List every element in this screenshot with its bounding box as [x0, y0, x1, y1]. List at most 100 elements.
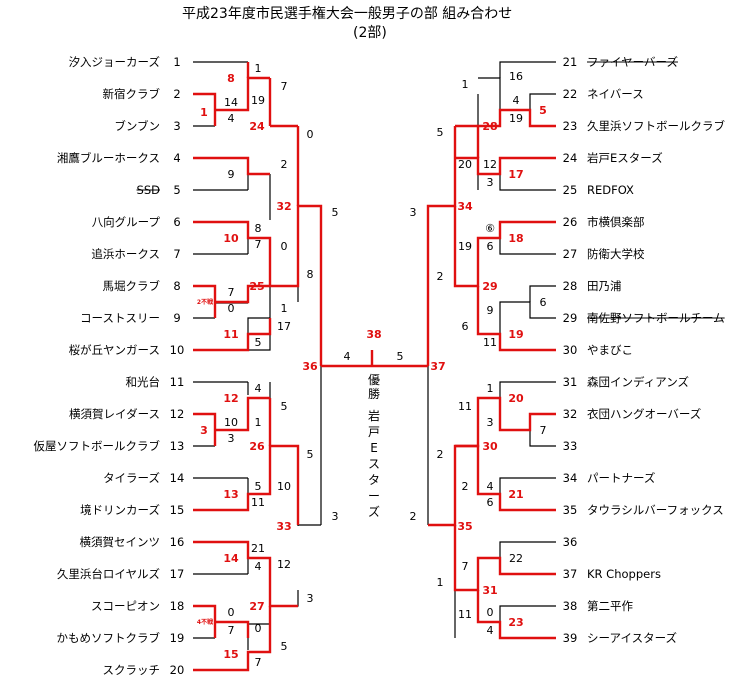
match-score: 2: [281, 158, 288, 171]
match-score: 0: [255, 622, 262, 635]
team-name-right: 市横倶楽部: [587, 215, 645, 229]
match-score: ⑥: [485, 222, 495, 235]
champion-name: 岩: [368, 408, 380, 423]
match-score: 26: [249, 440, 265, 453]
match-score: 20: [458, 158, 472, 171]
match-score: 2: [462, 480, 469, 493]
match-score: 12: [223, 392, 238, 405]
match-score: 7: [228, 624, 235, 637]
champion-name: ズ: [368, 504, 380, 519]
match-score: 5: [255, 480, 262, 493]
team-seed-right: 23: [563, 119, 578, 133]
match-score: 7: [228, 286, 235, 299]
team-name-right: タウラシルバーフォックス: [587, 503, 724, 517]
team-name-left: かもめソフトクラブ: [57, 631, 161, 645]
team-seed-left: 14: [170, 471, 185, 485]
team-name-right: 久里浜ソフトボールクラブ: [587, 119, 725, 133]
team-seed-left: 15: [170, 503, 185, 517]
match-score: 0: [228, 302, 235, 315]
team-seed-left: 16: [170, 535, 185, 549]
team-name-left: 汐入ジョーカーズ: [69, 55, 160, 69]
match-score: 7: [462, 560, 469, 573]
match-score: 0: [228, 606, 235, 619]
team-seed-left: 11: [170, 375, 185, 389]
team-name-right: 岩戸Eスターズ: [587, 151, 663, 165]
team-seed-left: 1: [173, 55, 180, 69]
match-score: 1: [281, 302, 288, 315]
team-name-right: パートナーズ: [587, 471, 655, 485]
match-score: 9: [228, 168, 235, 181]
match-score: 17: [508, 168, 523, 181]
match-score: 18: [508, 232, 523, 245]
match-score: 20: [508, 392, 524, 405]
team-seed-right: 33: [563, 439, 578, 453]
team-seed-right: 37: [563, 567, 578, 581]
team-name-right: 田乃浦: [587, 279, 622, 293]
match-score: 1: [462, 78, 469, 91]
champion-label: 優: [368, 373, 380, 387]
match-score: 8: [227, 72, 235, 85]
match-score: 4: [228, 112, 235, 125]
match-score: 4: [487, 624, 494, 637]
match-score: 11: [223, 328, 238, 341]
team-name-right: 防衛大学校: [587, 247, 645, 261]
team-name-left: 境ドリンカーズ: [80, 503, 160, 517]
team-name-left: 横須賀セインツ: [80, 535, 161, 549]
team-name-left: 新宿クラブ: [103, 87, 161, 101]
team-name-left: コーストスリー: [80, 311, 160, 325]
team-seed-right: 38: [563, 599, 578, 613]
match-score: 25: [249, 280, 264, 293]
team-name-right: ネイバース: [587, 87, 644, 101]
team-seed-left: 17: [170, 567, 185, 581]
team-seed-right: 28: [563, 279, 578, 293]
team-seed-right: 39: [563, 631, 578, 645]
team-name-left: スクラッチ: [103, 663, 161, 677]
team-name-left: 和光台: [126, 375, 161, 389]
match-score: 1: [437, 576, 444, 589]
match-score: 4: [487, 480, 494, 493]
match-score: 15: [223, 648, 238, 661]
match-score: 16: [509, 70, 523, 83]
team-seed-left: 20: [170, 663, 185, 677]
match-score: 3: [228, 432, 235, 445]
team-seed-left: 6: [173, 215, 180, 229]
match-score: 8: [307, 268, 314, 281]
match-score: 6: [462, 320, 469, 333]
match-score: 19: [458, 240, 472, 253]
final-left-score: 4: [344, 350, 351, 363]
team-name-right: REDFOX: [587, 183, 634, 197]
match-score: 2: [437, 448, 444, 461]
team-seed-right: 31: [563, 375, 578, 389]
champion-label: 勝: [368, 386, 380, 401]
match-score: 5: [281, 640, 288, 653]
team-seed-right: 34: [563, 471, 578, 485]
team-name-left: 桜が丘ヤンガース: [69, 343, 160, 357]
match-score: 5: [255, 336, 262, 349]
match-score: 0: [307, 128, 314, 141]
team-name-left: スコーピオン: [91, 599, 160, 613]
match-score: 10: [223, 232, 239, 245]
match-score: 9: [487, 304, 494, 317]
match-score: 1: [255, 62, 262, 75]
team-seed-right: 30: [563, 343, 578, 357]
team-seed-right: 36: [563, 535, 578, 549]
match-score: 4: [255, 382, 262, 395]
match-score: 11: [458, 400, 472, 413]
team-seed-left: 18: [170, 599, 185, 613]
team-seed-left: 12: [170, 407, 185, 421]
match-score: 1: [255, 416, 262, 429]
match-score: 21: [251, 542, 265, 555]
page-subtitle: (2部): [353, 25, 387, 41]
team-name-right: 森団インディアンズ: [587, 375, 689, 389]
match-score: 6: [540, 296, 547, 309]
team-seed-right: 26: [563, 215, 578, 229]
match-score: 2: [410, 510, 417, 523]
champion-name: ス: [368, 457, 380, 471]
match-score: 5: [332, 206, 339, 219]
team-name-left: ブンブン: [114, 119, 160, 133]
team-seed-left: 8: [173, 279, 180, 293]
team-seed-right: 24: [563, 151, 578, 165]
match-score: 4不戦: [197, 618, 214, 626]
team-name-right: KR Choppers: [587, 567, 661, 581]
match-score: 1: [200, 106, 208, 119]
